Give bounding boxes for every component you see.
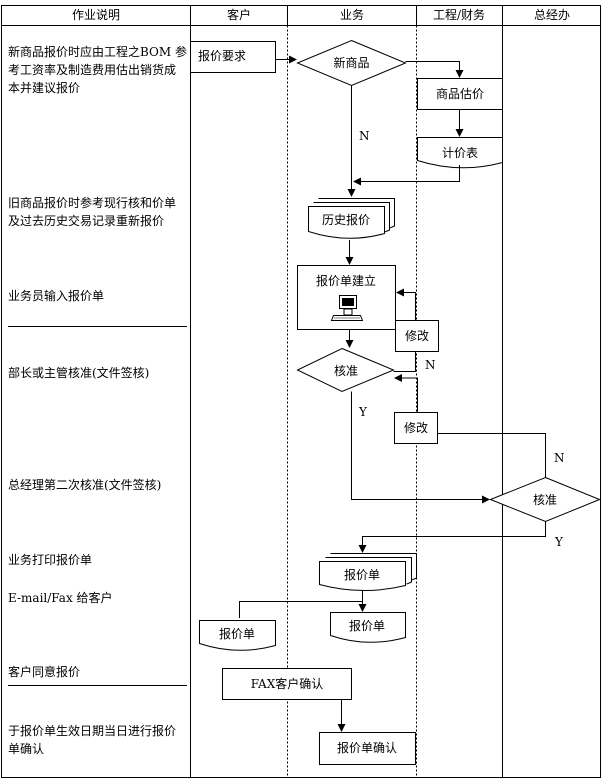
desc-old-product-2: 及过去历史交易记录重新报价 xyxy=(8,213,164,228)
node-fax-confirm xyxy=(222,668,352,700)
table-frame xyxy=(1,5,601,778)
desc-email-fax: E-mail/Fax 给客户 xyxy=(8,590,113,605)
header-description: 作业说明 xyxy=(72,7,120,22)
node-quote-confirm-label: 报价单确认 xyxy=(337,740,397,755)
desc-old-product-1: 旧商品报价时参考现行核和价单 xyxy=(8,195,176,210)
decision-approve-1 xyxy=(296,347,395,393)
connectors xyxy=(239,55,546,732)
node-modify-2 xyxy=(394,412,438,444)
node-quote-request xyxy=(190,41,276,73)
doc-pricing-table-label: 计价表 xyxy=(442,146,478,160)
desc-customer-agree: 客户同意报价 xyxy=(8,664,80,679)
header-customer: 客户 xyxy=(227,7,251,22)
node-quote-request-label: 报价要求 xyxy=(198,48,246,63)
desc-approve-1: 部长或主管核准(文件签核) xyxy=(8,365,149,380)
node-product-estimate xyxy=(417,78,503,110)
decision-approve-2-label: 核准 xyxy=(533,493,557,507)
node-modify-2-label: 修改 xyxy=(404,420,428,435)
doc-history-quote-label: 历史报价 xyxy=(322,212,370,227)
doc-quote-print xyxy=(319,561,406,591)
node-quote-confirm xyxy=(319,732,416,765)
desc-approve-2: 总经理第二次核准(文件签核) xyxy=(8,477,161,492)
edge-label-y2: Y xyxy=(554,535,564,549)
doc-quote-business xyxy=(330,612,406,643)
node-product-estimate-label: 商品估价 xyxy=(436,86,484,101)
doc-quote-customer-label: 报价单 xyxy=(219,626,255,641)
edge-label-n2: N xyxy=(425,358,436,372)
edge-label-y1: Y xyxy=(358,405,368,419)
edge-label-n3: N xyxy=(554,451,565,465)
doc-pricing-table xyxy=(417,137,503,169)
doc-quote-business-label: 报价单 xyxy=(349,618,385,633)
header-engineering-finance: 工程/财务 xyxy=(433,7,485,22)
desc-confirm-2: 单确认 xyxy=(8,742,44,756)
desc-print-quote: 业务打印报价单 xyxy=(8,552,92,567)
decision-new-product-label: 新商品 xyxy=(333,55,369,70)
desc-confirm-1: 于报价单生效日期当日进行报价 xyxy=(8,723,176,738)
desc-input-quote: 业务员输入报价单 xyxy=(8,288,104,303)
doc-history-quote xyxy=(308,206,385,239)
desc-new-product-1: 新商品报价时应由工程之BOM 参 xyxy=(8,44,187,59)
doc-quote-customer xyxy=(199,620,276,651)
node-modify-1 xyxy=(395,320,439,352)
node-quote-create-label: 报价单建立 xyxy=(316,273,376,288)
header-business: 业务 xyxy=(340,7,364,22)
node-modify-1-label: 修改 xyxy=(405,328,429,343)
decision-approve-1-label: 核准 xyxy=(334,364,358,378)
doc-quote-print-label: 报价单 xyxy=(344,567,380,582)
edge-label-n1: N xyxy=(359,129,370,143)
header-general-manager: 总经办 xyxy=(534,7,570,22)
computer-icon xyxy=(330,295,364,321)
node-fax-confirm-label: FAX客户确认 xyxy=(251,676,324,691)
desc-new-product-2: 考工资率及制造费用估出销货成 xyxy=(8,62,176,77)
desc-new-product-3: 本并建议报价 xyxy=(8,80,80,95)
